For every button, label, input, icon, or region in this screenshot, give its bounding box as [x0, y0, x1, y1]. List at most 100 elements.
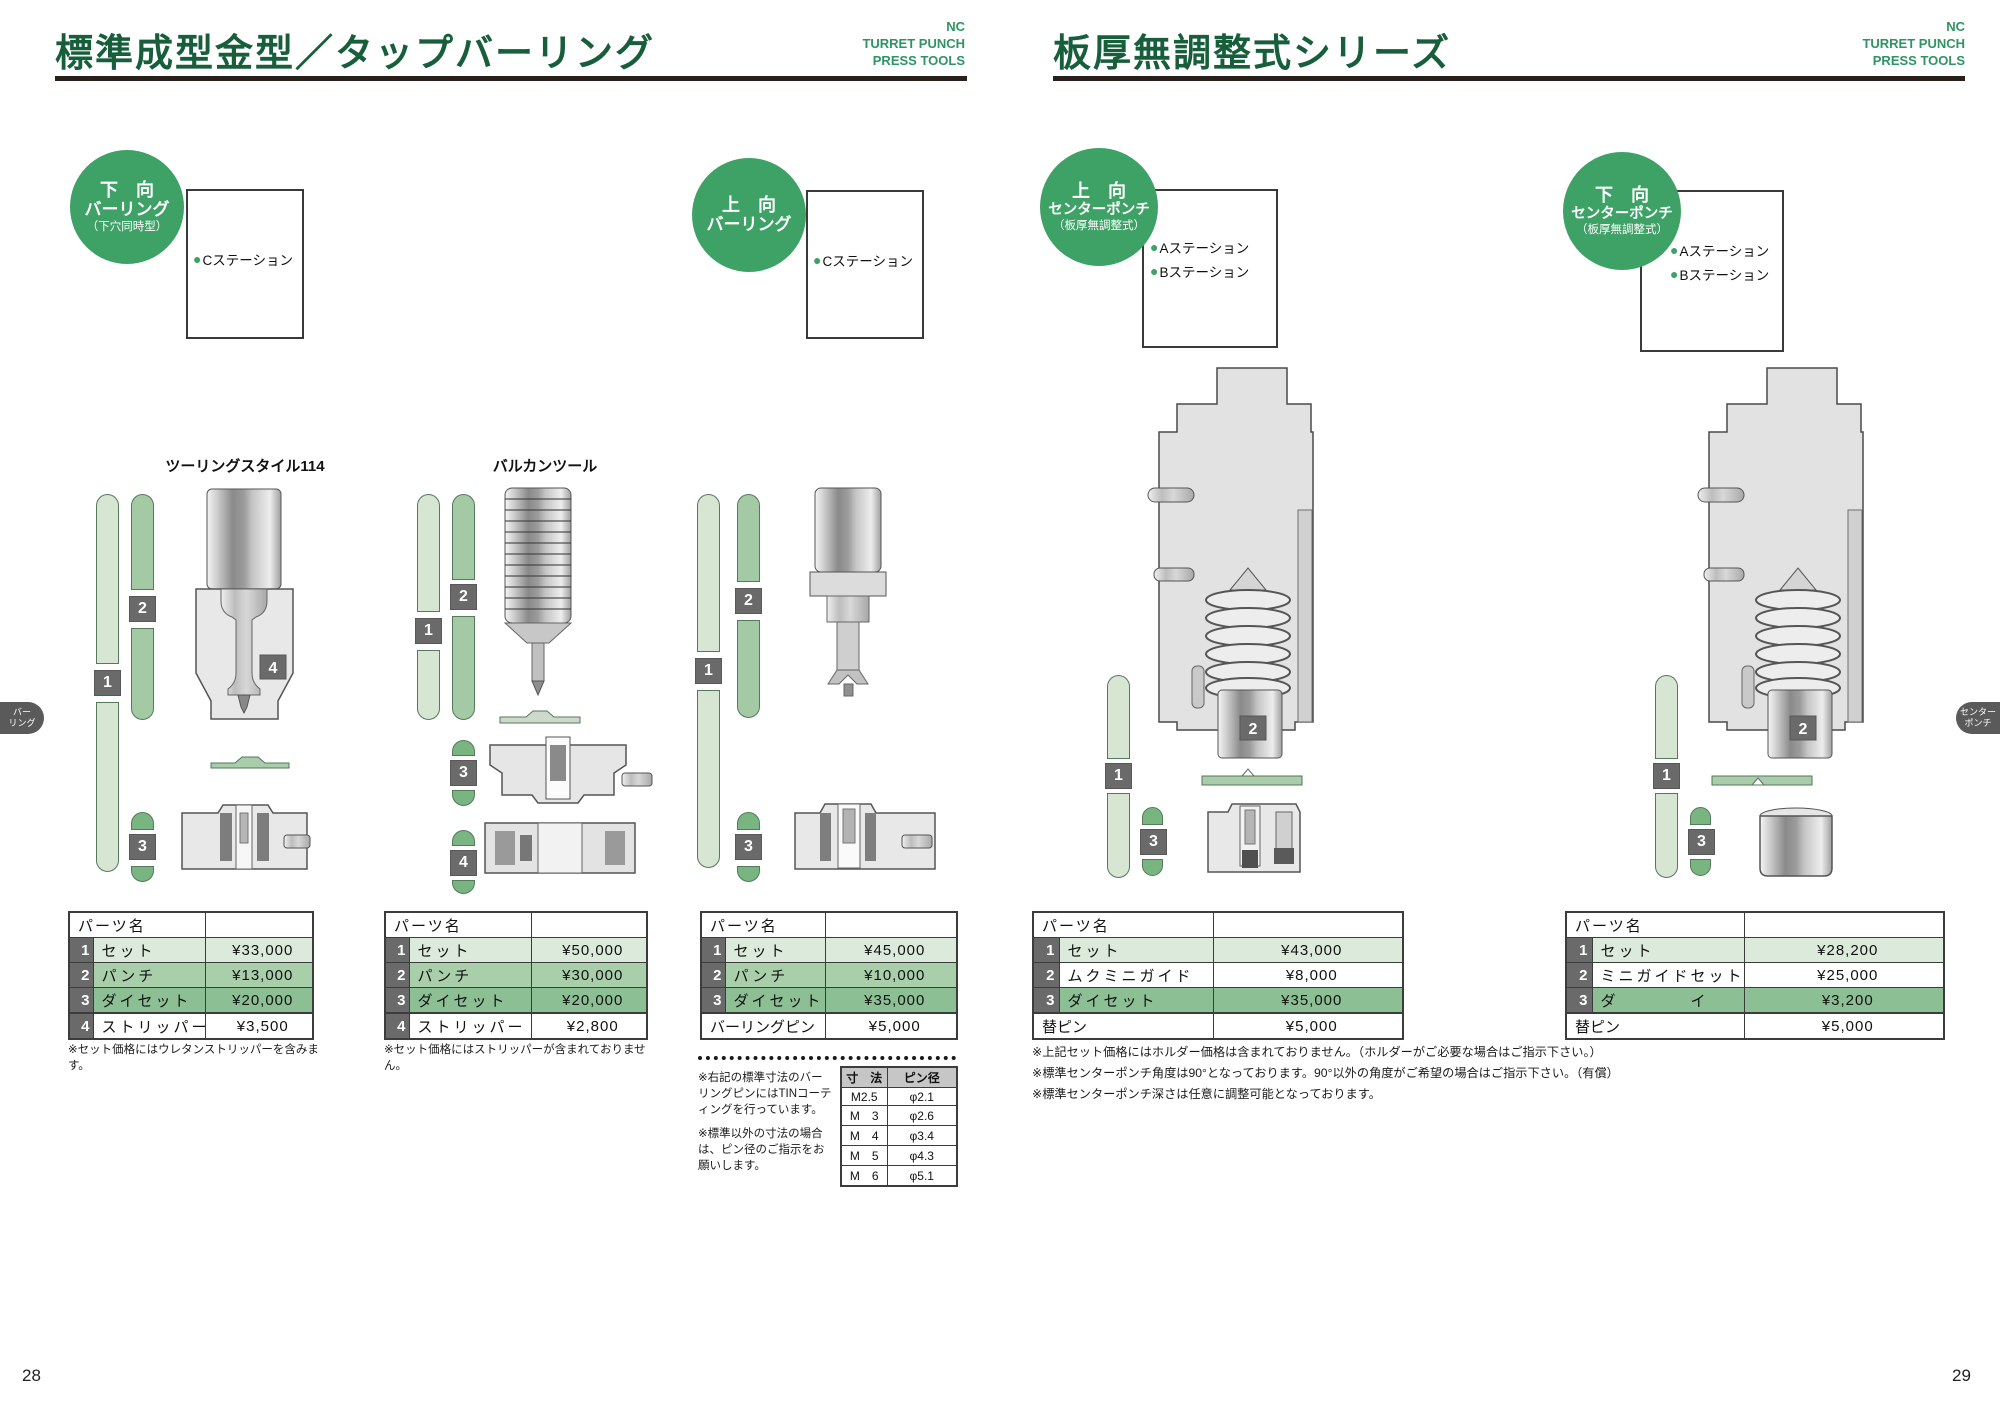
station-item: ● Aステーション	[1670, 240, 1769, 260]
punch-body	[814, 487, 882, 573]
part-name: セット	[1591, 937, 1745, 963]
part-bar	[131, 628, 154, 720]
circle-line: センターポンチ	[1048, 201, 1150, 218]
part-price: ¥10,000	[824, 962, 958, 988]
table-header-price	[1743, 911, 1945, 938]
urethane-stripper	[210, 756, 290, 769]
guide-pin-cap	[1274, 848, 1294, 864]
brand-line: TURRET PUNCH	[1862, 36, 1965, 51]
row-number: 2	[700, 962, 726, 988]
burring-pin-note: ※標準以外の寸法の場合は、ピン径のご指示をお願いします。	[698, 1128, 825, 1173]
brand-line: NC	[946, 19, 965, 34]
edge-tab-burring: バー リング	[0, 702, 44, 734]
row-number: 2	[68, 962, 94, 988]
part-number-badge: 2	[129, 596, 156, 622]
part-price: ¥43,000	[1212, 937, 1404, 963]
station-label: Bステーション	[1679, 268, 1770, 283]
guide-pin	[1275, 811, 1293, 853]
circle-line: 下 向	[1595, 184, 1649, 205]
row-number: 1	[384, 937, 410, 963]
price-table-up-centerpunch-extra: 替ピン¥5,000	[1032, 1012, 1404, 1040]
die-cavity	[537, 822, 583, 874]
burring-pin-note: ※右記の標準寸法のバーリングピンにはTINコーティングを行っています。	[698, 1072, 832, 1117]
centerpunch-note: ※上記セット価格にはホルダー価格は含まれておりません。（ホルダーがご必要な場合は…	[1032, 1045, 1602, 1059]
station-item: ● Cステーション	[193, 249, 293, 269]
brand-left: NC TURRET PUNCH PRESS TOOLS	[815, 18, 965, 69]
part-bar	[1690, 859, 1711, 876]
circle-down-centerpunch: 下 向 センターポンチ （板厚無調整式）	[1563, 152, 1681, 270]
table-note: ※セット価格にはウレタンストリッパーを含みます。	[68, 1044, 319, 1073]
punch-point	[531, 680, 545, 697]
dotted-separator	[698, 1056, 956, 1060]
station-item: ● Bステーション	[1150, 261, 1249, 281]
diagram-up-centerpunch-tool: 2	[1147, 367, 1314, 873]
table-row: バーリングピン¥5,000	[700, 1012, 958, 1040]
part-bar	[737, 494, 760, 582]
part-name: セット	[724, 937, 826, 963]
part-bar	[737, 866, 760, 882]
punch-rod	[531, 642, 545, 682]
pilot-pin	[843, 683, 854, 697]
circle-up-burring: 上 向 バーリング	[692, 158, 806, 272]
part-bar	[452, 790, 475, 806]
row-number: 1	[1032, 937, 1060, 963]
part-bar	[131, 812, 154, 830]
part-bar	[737, 812, 760, 830]
part-number-badge-label: 4	[269, 660, 278, 677]
part-name: セット	[1058, 937, 1214, 963]
part-bar	[1655, 675, 1678, 759]
brand-right: NC TURRET PUNCH PRESS TOOLS	[1815, 18, 1965, 69]
thread-ribs	[505, 498, 571, 610]
part-name: パンチ	[724, 962, 826, 988]
part-name: パンチ	[92, 962, 206, 988]
page-number-right: 29	[1952, 1366, 1971, 1385]
diagram-vulcan-tool	[484, 487, 653, 874]
part-bar	[1690, 807, 1711, 825]
die-insert	[865, 813, 876, 861]
part-number-badge: 1	[1105, 763, 1132, 789]
price-table-down-centerpunch-extra: 替ピン¥5,000	[1565, 1012, 1945, 1040]
circle-line: バーリング	[706, 215, 792, 234]
table-header-parts: パーツ名	[700, 911, 826, 938]
circle-line: 上 向	[722, 195, 776, 215]
part-bar	[452, 740, 475, 756]
diagram-label-vulcan: バルカンツール	[492, 458, 598, 475]
part-number-badge: 1	[695, 658, 722, 684]
coil-spring	[1205, 589, 1291, 699]
part-name: バーリングピン	[700, 1012, 826, 1040]
side-key	[283, 834, 311, 849]
part-bar	[697, 690, 720, 868]
edge-tab-line: リング	[8, 718, 36, 728]
row-number: 3	[384, 987, 410, 1014]
circle-down-burring: 下 向 バーリング （下穴同時型）	[70, 150, 184, 264]
edge-tab-line: センター	[1959, 707, 1996, 717]
part-price: ¥30,000	[530, 962, 648, 988]
station-item: ● Cステーション	[813, 250, 913, 270]
part-number-badge: 1	[94, 670, 121, 696]
circle-line: センターポンチ	[1571, 205, 1673, 222]
row-number: 3	[700, 987, 726, 1014]
part-bar	[452, 494, 475, 580]
part-price: ¥2,800	[530, 1012, 648, 1040]
title-rule-right	[1053, 76, 1965, 81]
part-bar	[697, 494, 720, 652]
row-number: 3	[68, 987, 94, 1014]
diagram-label-tooling114: ツーリングスタイル114	[165, 458, 325, 475]
stripper-bolt	[1191, 665, 1205, 709]
part-name: ダイセット	[1058, 987, 1214, 1014]
row-number: 3	[1032, 987, 1060, 1014]
holder-sleeve	[1297, 509, 1313, 723]
part-name: 替ピン	[1565, 1012, 1745, 1040]
pin-base	[1242, 850, 1258, 868]
part-number-badge: 2	[450, 584, 477, 610]
holder-sleeve	[1847, 509, 1863, 723]
